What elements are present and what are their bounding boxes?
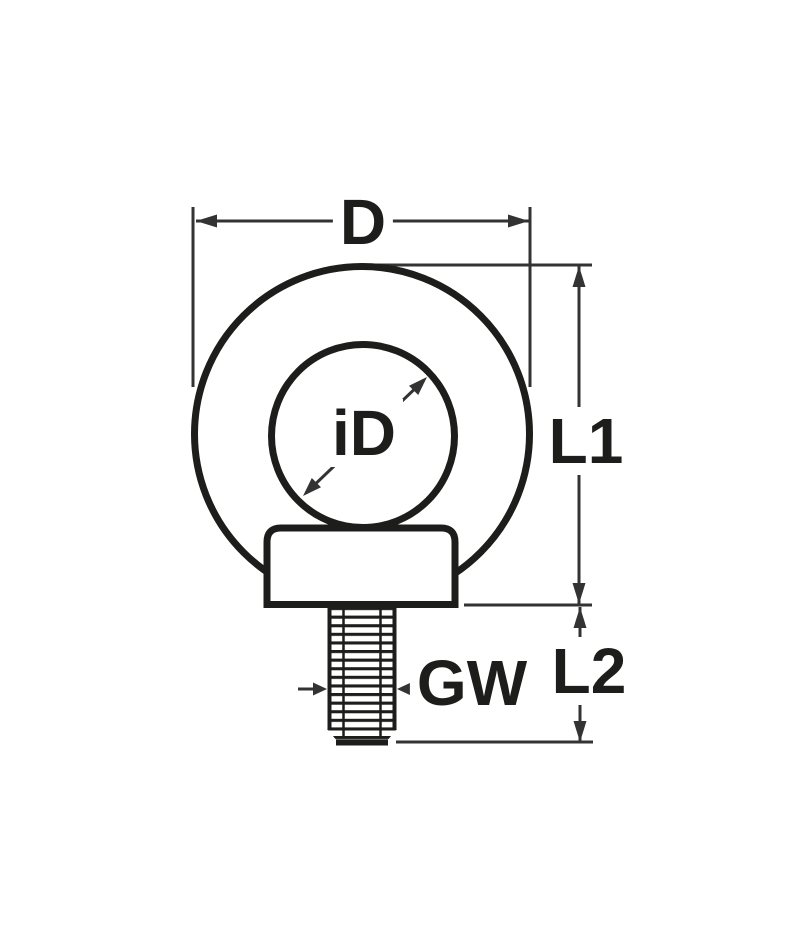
arrowhead-gw-right-icon xyxy=(397,682,411,696)
thread-tip-chamfer xyxy=(327,729,397,742)
thread-hatching xyxy=(328,607,396,729)
label-outer-diameter: D xyxy=(332,188,394,256)
arrowhead-id-lower-icon xyxy=(303,478,321,496)
arrowhead-l2-bottom-icon xyxy=(573,721,587,742)
arrowhead-d-right-icon xyxy=(508,214,529,228)
arrowhead-l1-bottom-icon xyxy=(572,583,586,604)
arrowhead-id-upper-icon xyxy=(409,377,427,395)
arrowhead-d-left-icon xyxy=(196,214,217,228)
label-ring-height: L1 xyxy=(541,407,631,475)
label-thread-size: GW xyxy=(409,649,535,717)
label-thread-length: L2 xyxy=(544,637,634,705)
arrowhead-l1-top-icon xyxy=(572,266,586,287)
arrowhead-l2-top-icon xyxy=(573,607,587,628)
threaded-shank xyxy=(327,605,397,746)
label-inner-diameter: iD xyxy=(325,399,403,467)
collar xyxy=(263,524,459,608)
arrowhead-gw-left-icon xyxy=(313,682,327,696)
